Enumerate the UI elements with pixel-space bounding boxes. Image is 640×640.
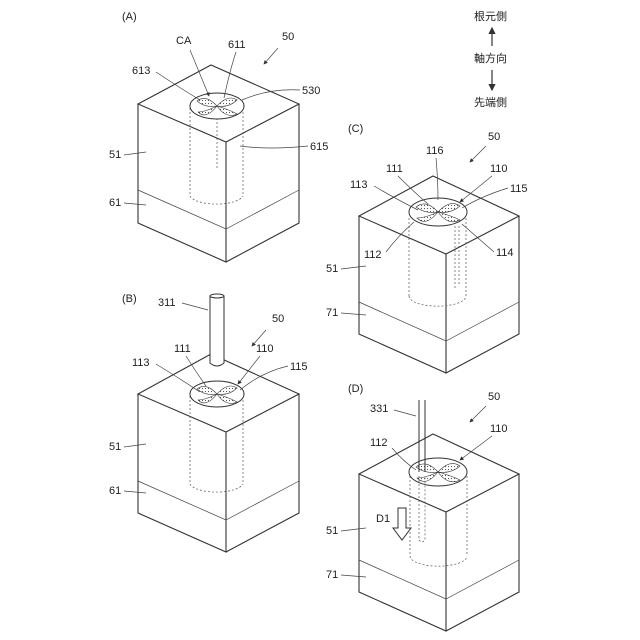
lead-c-114: [462, 224, 494, 252]
lead-c-112: [386, 222, 414, 252]
panel-c-title: (C): [348, 123, 363, 135]
lead-c-111: [398, 176, 428, 204]
label-d-d1: D1: [376, 513, 390, 525]
lead-b-61: [124, 491, 146, 493]
block-a-left-face: [138, 104, 226, 262]
label-c-111: 111: [386, 163, 403, 175]
legend-middle-label: 軸方向: [474, 51, 507, 65]
label-b-61: 61: [109, 485, 121, 497]
rod-331-hidden: [419, 476, 425, 542]
panel-d: (D) 331 50 110 112 D1 51 71: [326, 383, 519, 631]
label-d-112: 112: [370, 437, 388, 449]
label-c-112: 112: [364, 249, 382, 261]
arrow-c-110: [460, 176, 492, 202]
label-a-615: 615: [310, 141, 328, 153]
label-d-51: 51: [326, 525, 338, 537]
label-c-115: 115: [510, 183, 528, 195]
block-b-left-face: [138, 394, 226, 552]
lead-a-51: [124, 152, 146, 155]
label-a-530: 530: [302, 85, 320, 97]
lead-c-115: [462, 188, 508, 208]
label-b-110: 110: [256, 343, 274, 355]
label-b-50: 50: [272, 313, 284, 325]
label-b-311: 311: [158, 297, 176, 309]
lead-d-331: [394, 410, 416, 416]
label-c-51: 51: [326, 263, 338, 275]
lead-a-613: [156, 72, 200, 100]
label-a-61: 61: [109, 197, 121, 209]
label-b-113: 113: [132, 357, 150, 369]
lead-b-111: [186, 356, 206, 386]
rod-311-top: [210, 294, 224, 298]
hole-c-outline: [409, 218, 466, 306]
lead-d-51: [341, 528, 366, 531]
label-c-110: 110: [490, 163, 508, 175]
label-c-114: 114: [496, 247, 514, 259]
lead-c-51: [341, 266, 366, 269]
label-c-50: 50: [488, 131, 500, 143]
block-b-layer-line: [138, 481, 299, 520]
label-b-51: 51: [109, 441, 121, 453]
label-a-50: 50: [282, 31, 294, 43]
hole-a-outline: [190, 108, 243, 204]
lead-b-51: [124, 444, 146, 447]
block-d-right-face: [446, 474, 519, 631]
label-c-71: 71: [326, 307, 338, 319]
direction-legend: 根元側 軸方向 先端側: [474, 9, 507, 109]
lead-c-71: [341, 313, 366, 315]
lead-c-113: [374, 186, 418, 210]
label-c-113: 113: [350, 179, 368, 191]
block-c-left-face: [359, 216, 446, 373]
block-c-right-face: [446, 216, 519, 373]
panel-a-title: (A): [122, 11, 137, 23]
block-a-layer-line: [138, 190, 299, 229]
lead-a-615: [240, 146, 308, 148]
label-a-ca: CA: [176, 35, 192, 47]
block-c-layer-line: [359, 302, 519, 341]
arrow-d-50: [470, 406, 486, 422]
arrow-d-110: [460, 436, 492, 460]
block-b-right-face: [226, 394, 299, 552]
legend-top-label: 根元側: [474, 9, 507, 23]
lead-a-530: [242, 90, 300, 100]
arrow-b-110: [238, 356, 260, 384]
hole-d-outline: [410, 476, 467, 566]
hole-c-inner: [455, 226, 459, 290]
block-d-left-face: [359, 474, 446, 631]
block-a-right-face: [226, 104, 299, 262]
lead-a-61: [124, 203, 146, 205]
label-b-115: 115: [290, 361, 308, 373]
panel-a: (A) 50 CA 611 613 530 615 51 61: [109, 11, 328, 262]
panel-c: (C) 50 116 111 110 113 115 112 114 51 71: [326, 123, 528, 373]
arrow-c-50: [470, 146, 486, 162]
label-a-613: 613: [132, 65, 150, 77]
panel-d-title: (D): [348, 383, 363, 395]
hole-b-outline: [190, 396, 243, 492]
label-d-50: 50: [488, 391, 500, 403]
label-d-71: 71: [326, 569, 338, 581]
label-a-51: 51: [109, 149, 121, 161]
label-d-331: 331: [370, 403, 388, 415]
d1-down-arrow: [393, 508, 411, 540]
arrow-a-50: [264, 48, 278, 64]
rod-311: [210, 296, 224, 366]
lead-b-311: [182, 303, 208, 310]
arrow-a-ca: [190, 50, 209, 96]
label-b-111: 111: [174, 343, 191, 355]
panel-b: (B) 311 50 111 110 113 115 51 61: [109, 293, 308, 552]
label-c-116: 116: [426, 145, 444, 157]
label-a-611: 611: [228, 39, 246, 51]
lead-c-116: [436, 158, 438, 200]
legend-bottom-label: 先端側: [474, 96, 507, 109]
panel-b-title: (B): [122, 293, 137, 305]
label-d-110: 110: [490, 423, 508, 435]
lead-d-71: [341, 575, 366, 577]
